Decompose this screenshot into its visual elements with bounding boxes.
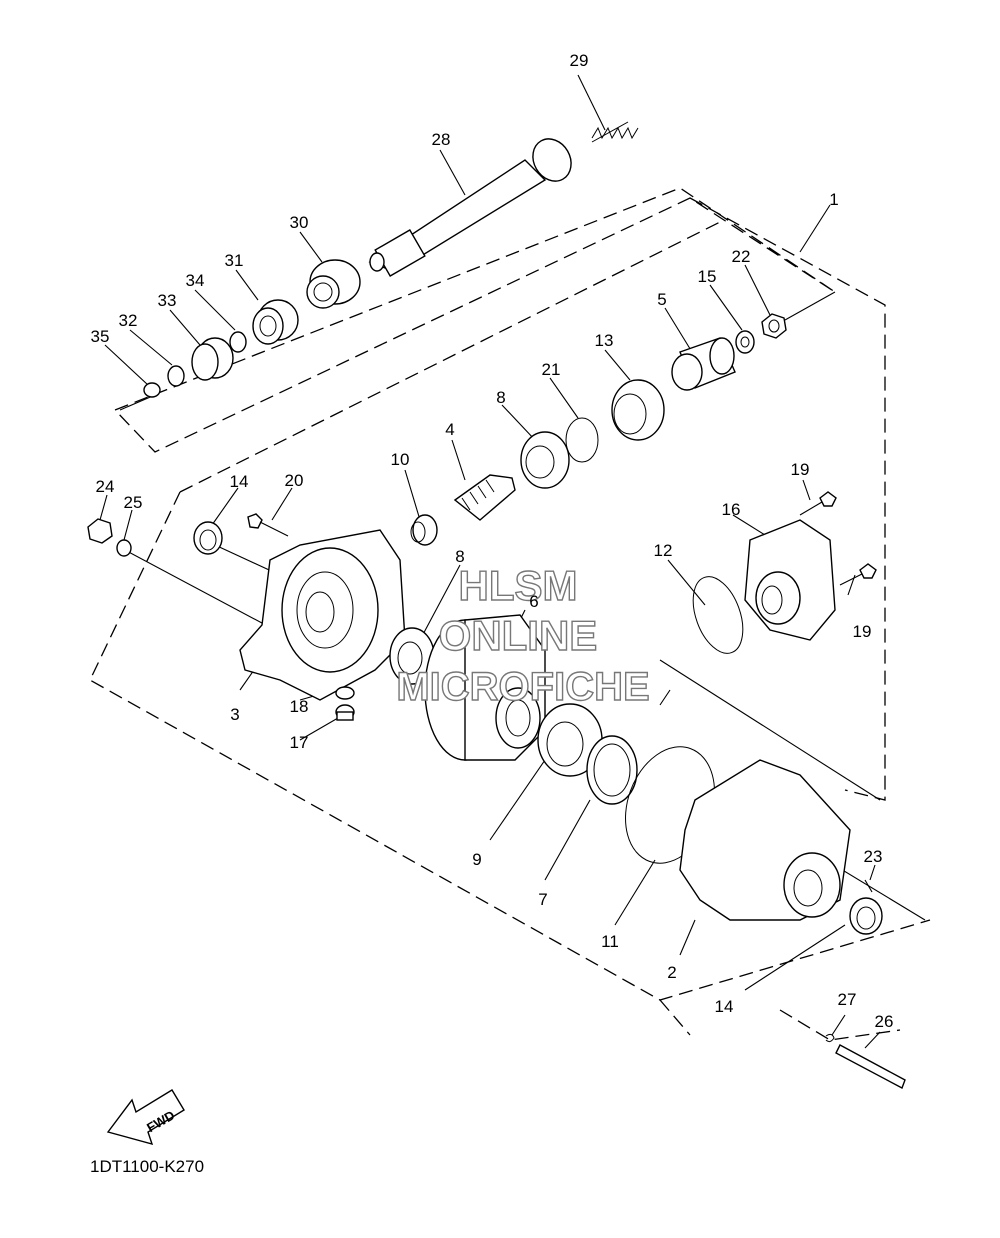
part-8-bearing-mid	[389, 627, 435, 685]
callout-label: 25	[124, 493, 143, 512]
watermark-line-1: HLSM	[459, 562, 578, 609]
callout-label: 3	[230, 705, 239, 724]
callout-label: 28	[432, 130, 451, 149]
callout-label: 20	[285, 471, 304, 490]
part-19-bolt-top	[799, 491, 837, 516]
watermark-line-2: ONLINE	[439, 612, 598, 659]
part-5-coupling	[671, 337, 736, 391]
part-31-bearing	[252, 299, 299, 345]
part-6-differential	[424, 614, 546, 761]
part-17-drain-plug	[335, 704, 355, 721]
part-33-needle-bearing	[191, 337, 234, 381]
callout-label: 23	[864, 847, 883, 866]
callout-label: 8	[496, 388, 505, 407]
callout-label: 21	[542, 360, 561, 379]
callout-label: 26	[875, 1012, 894, 1031]
part-32-circlip	[167, 365, 185, 387]
assembly-outline-top	[114, 187, 886, 801]
part-28-shaft	[368, 138, 572, 277]
callout-label: 14	[230, 472, 249, 491]
part-30-bearing	[306, 259, 361, 309]
part-2-housing	[679, 759, 851, 921]
callout-label: 31	[225, 251, 244, 270]
callout-label: 22	[732, 247, 751, 266]
callout-label: 19	[791, 460, 810, 479]
callout-label: 12	[654, 541, 673, 560]
callout-label: 15	[698, 267, 717, 286]
callout-label: 8	[455, 547, 464, 566]
part-7-shim	[586, 735, 638, 805]
leader-lines	[99, 74, 926, 1049]
callout-label: 16	[722, 500, 741, 519]
callout-label: 6	[529, 592, 538, 611]
part-25-washer	[116, 539, 132, 557]
callout-label: 4	[445, 420, 454, 439]
callout-label: 24	[96, 477, 115, 496]
part-29-spring	[591, 121, 639, 143]
part-27-clip	[825, 1033, 835, 1043]
callout-label: 7	[538, 890, 547, 909]
callout-label: 30	[290, 213, 309, 232]
callout-labels: 1 2 3 4 5 6 7 8 8 9 10 11 12 13 14 14 15…	[91, 51, 894, 1031]
callout-label: 35	[91, 327, 110, 346]
part-13-oil-seal	[611, 379, 665, 441]
part-34-circlip	[229, 331, 247, 353]
callout-label: 11	[601, 932, 619, 951]
callout-label: 33	[158, 291, 177, 310]
part-22-nut	[761, 313, 787, 339]
callout-label: 14	[715, 997, 734, 1016]
callout-label: 5	[657, 290, 666, 309]
callout-label: 10	[391, 450, 410, 469]
callout-label: 29	[570, 51, 589, 70]
assembly-outline-main	[89, 221, 931, 1041]
callout-label: 13	[595, 331, 614, 350]
part-14-oil-seal-left	[193, 521, 223, 555]
part-18-gasket	[335, 686, 355, 700]
part-10-bearing	[410, 514, 438, 546]
callout-label: 34	[186, 271, 205, 290]
part-23-dowel-pin	[864, 879, 873, 893]
part-16-cover	[744, 519, 836, 641]
part-14-oil-seal-right	[849, 897, 883, 935]
watermark: HLSM ONLINE MICROFICHE	[396, 561, 651, 709]
part-3-gear-case	[239, 529, 406, 701]
callout-label: 2	[667, 963, 676, 982]
part-4-pinion-gear	[453, 474, 516, 521]
callout-label: 1	[829, 190, 838, 209]
part-19-bolt-bottom	[839, 563, 877, 586]
part-8-bearing-top	[520, 431, 570, 489]
part-24-nut	[87, 518, 113, 544]
callout-label: 19	[853, 622, 872, 641]
part-21-circlip	[565, 417, 599, 463]
callout-label: 32	[119, 311, 138, 330]
part-20-bolt	[247, 513, 289, 537]
part-26-pin	[835, 1044, 906, 1089]
callout-label: 9	[472, 850, 481, 869]
callout-label: 17	[290, 733, 309, 752]
part-35-plug	[143, 382, 161, 398]
watermark-line-3: MICROFICHE	[396, 665, 649, 709]
fwd-arrow-icon: FWD	[106, 1089, 185, 1146]
callout-label: 18	[290, 697, 309, 716]
part-15-washer	[735, 330, 755, 354]
part-12-o-ring	[692, 576, 744, 654]
diagram-code: 1DT1100-K270	[90, 1157, 204, 1176]
callout-label: 27	[838, 990, 857, 1009]
